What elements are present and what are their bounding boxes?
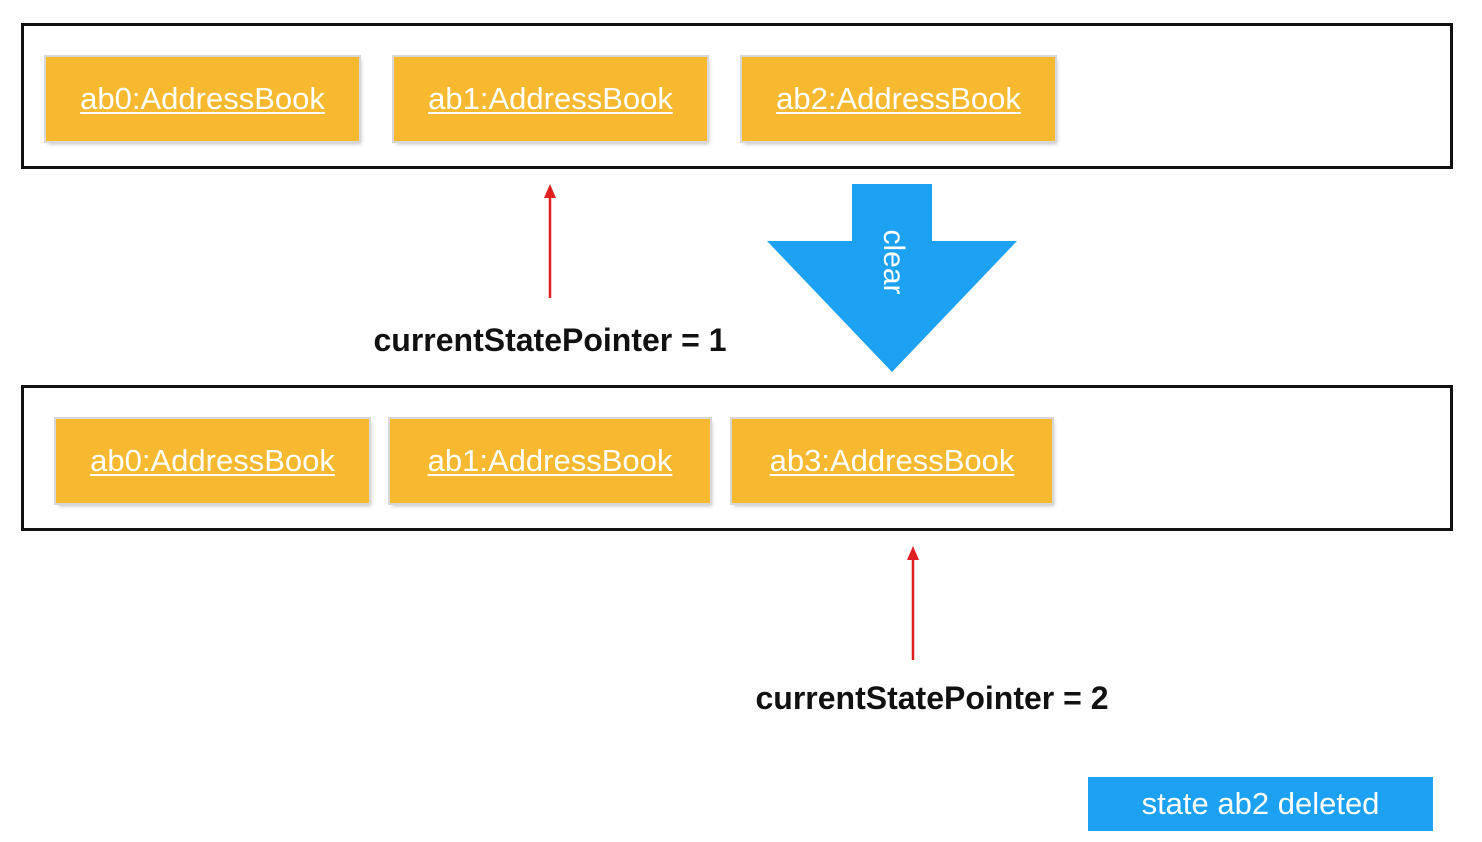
pointer-label-after: currentStatePointer = 2 <box>755 680 1109 716</box>
clear-command-arrow <box>767 184 1017 372</box>
pointer-arrow-after <box>907 546 919 660</box>
state-box-ab1-before: ab1:AddressBook <box>394 57 707 141</box>
state-box-ab2-before: ab2:AddressBook <box>742 57 1055 141</box>
state-box-ab0-after: ab0:AddressBook <box>56 419 369 503</box>
state-box-ab1-after: ab1:AddressBook <box>390 419 710 503</box>
pointer-label-before: currentStatePointer = 1 <box>373 322 727 358</box>
pointer-arrow-before <box>544 184 556 298</box>
state-box-ab3-after: ab3:AddressBook <box>732 419 1052 503</box>
state-box-ab0-before: ab0:AddressBook <box>46 57 359 141</box>
clear-command-label: clear <box>877 229 910 295</box>
state-deleted-note: state ab2 deleted <box>1088 777 1433 831</box>
